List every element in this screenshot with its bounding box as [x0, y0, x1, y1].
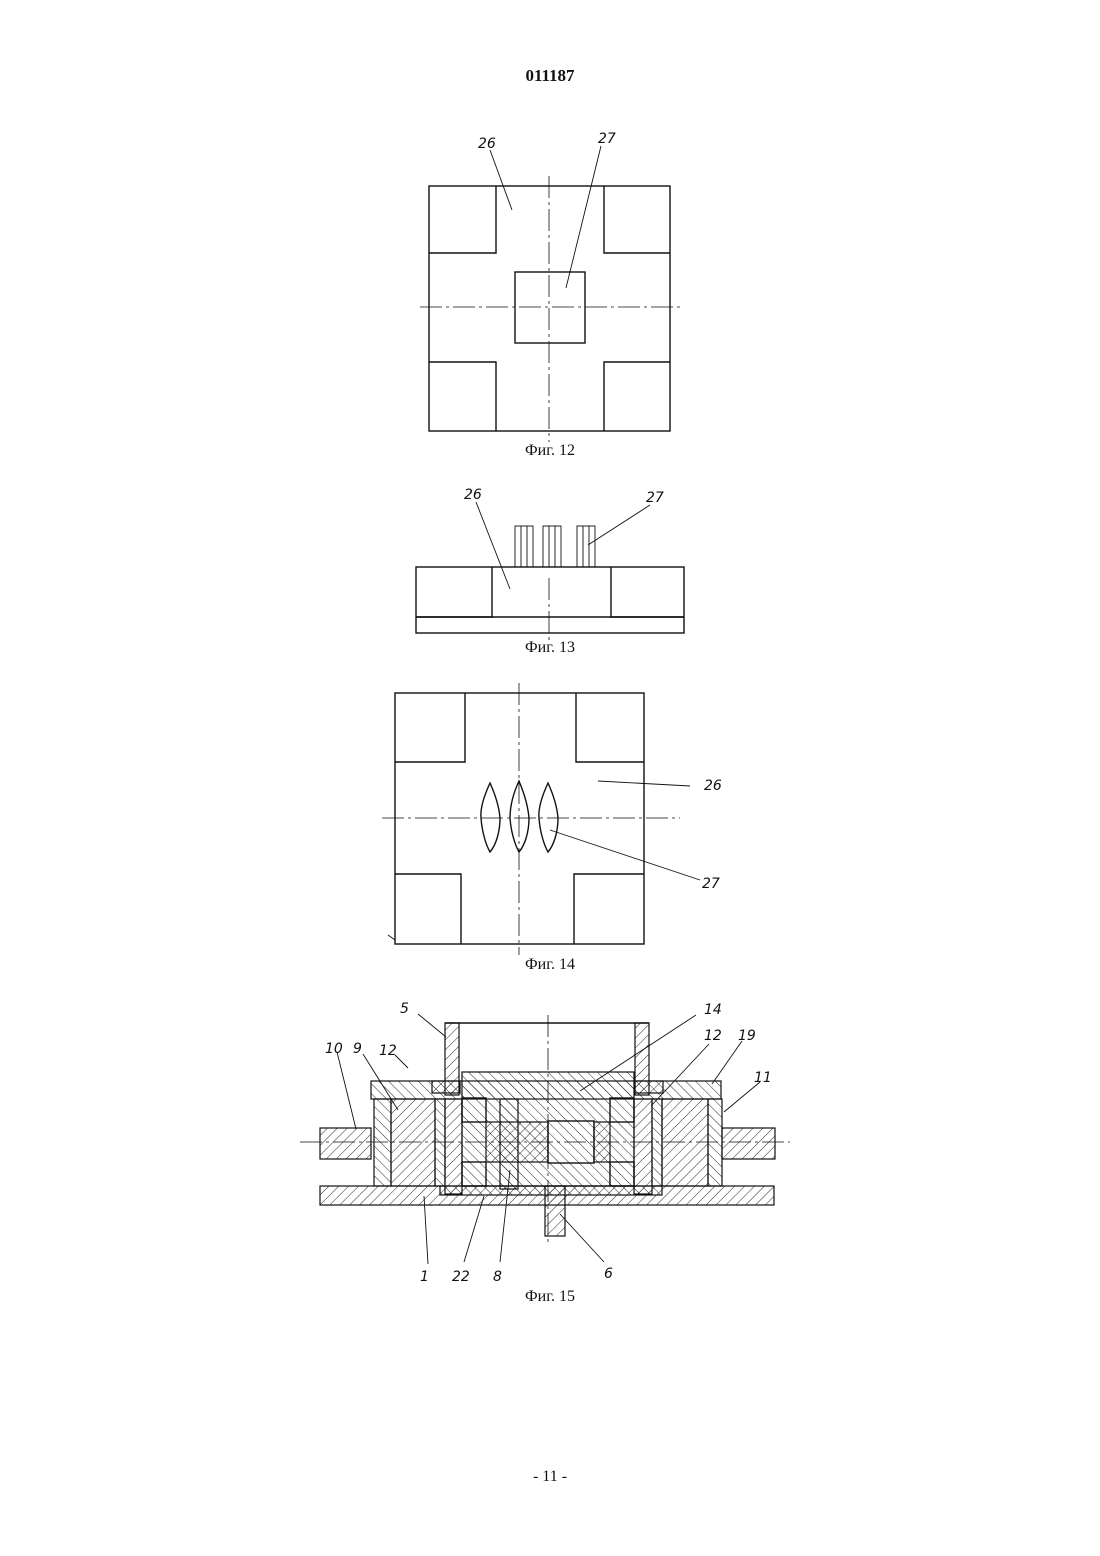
corner-cutout-br — [574, 874, 644, 944]
corner-cutout-bl — [395, 874, 461, 944]
sleeve-right-inner — [634, 1099, 652, 1194]
side-cutout-right — [611, 567, 684, 617]
lens-elements-27 — [481, 781, 558, 852]
corner-cutout-tl — [429, 186, 496, 253]
label-10: 10 — [325, 1041, 343, 1057]
label-27: 27 — [702, 876, 720, 892]
corner-cutout-tr — [576, 693, 644, 762]
label-26: 26 — [704, 778, 722, 794]
figure-15-drawing: 5 14 10 9 12 12 19 11 1 22 8 6 — [300, 1001, 790, 1285]
label-26: 26 — [464, 487, 482, 503]
label-27: 27 — [598, 131, 616, 147]
figure-14-drawing: 26 27 — [382, 683, 722, 955]
corner-cutout-bl — [429, 362, 496, 431]
label-11: 11 — [754, 1070, 772, 1086]
label-1: 1 — [420, 1269, 429, 1285]
side-wall-left — [374, 1099, 391, 1186]
label-27: 27 — [646, 490, 664, 506]
label-14: 14 — [704, 1002, 722, 1018]
side-wall-right — [708, 1099, 722, 1186]
center-element-27 — [515, 272, 585, 343]
leader-26 — [476, 502, 510, 589]
stud-10 — [320, 1128, 371, 1159]
label-26: 26 — [478, 136, 496, 152]
label-22: 22 — [452, 1269, 470, 1285]
page-number: - 11 - — [0, 1468, 1100, 1486]
plate-outline — [429, 186, 670, 431]
label-12-right: 12 — [704, 1028, 722, 1044]
leader-27 — [550, 830, 700, 880]
block-right — [662, 1099, 708, 1186]
leader-27 — [566, 146, 601, 288]
label-8: 8 — [493, 1269, 502, 1285]
label-6: 6 — [604, 1266, 613, 1282]
corner-cutout-tl — [395, 693, 465, 762]
corner-cutout-tr — [604, 186, 670, 253]
label-9: 9 — [353, 1041, 362, 1057]
sleeve-left — [435, 1099, 445, 1186]
side-cutout-left — [416, 567, 492, 617]
label-19: 19 — [738, 1028, 756, 1044]
fins-27 — [515, 526, 595, 567]
figure-14-caption: Фиг. 14 — [0, 956, 1100, 974]
figure-13-drawing: 26 27 — [416, 487, 684, 640]
label-12-left: 12 — [379, 1043, 397, 1059]
corner-cutout-br — [604, 362, 670, 431]
plate-outline — [395, 693, 644, 944]
sleeve-22 — [445, 1099, 462, 1194]
figure-13-caption: Фиг. 13 — [0, 639, 1100, 657]
block-9-left — [391, 1099, 435, 1186]
leader-27 — [588, 505, 650, 545]
sleeve-right — [652, 1099, 662, 1186]
figure-12-drawing: 26 27 — [420, 131, 680, 442]
figure-15-caption: Фиг. 15 — [0, 1288, 1100, 1306]
figure-12-caption: Фиг. 12 — [0, 442, 1100, 460]
plate-side-outline — [416, 567, 684, 633]
stud-11 — [722, 1128, 775, 1159]
leader-26 — [490, 150, 512, 210]
label-5: 5 — [400, 1001, 409, 1017]
